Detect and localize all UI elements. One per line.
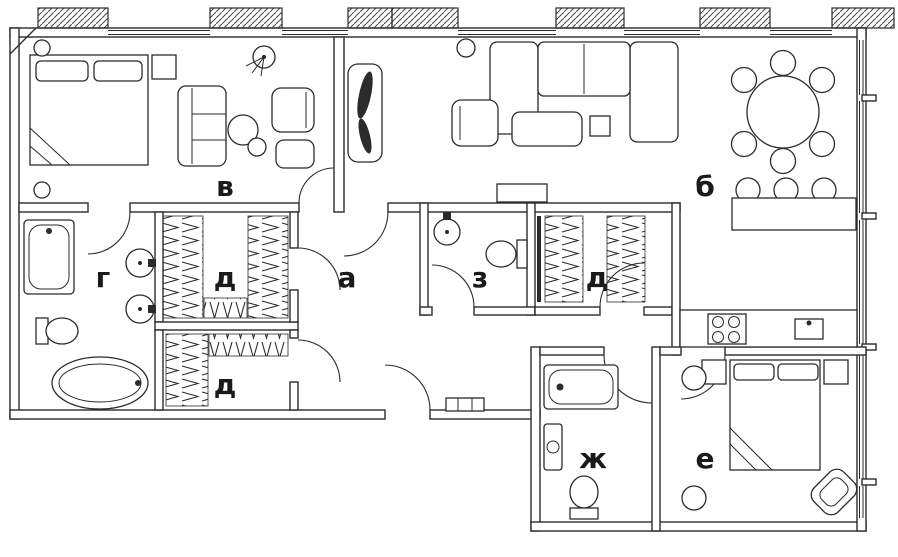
dining-chair xyxy=(808,66,836,94)
downlight-icon xyxy=(681,365,707,391)
bathtub xyxy=(543,364,619,410)
nightstand xyxy=(151,54,177,80)
bar-counter xyxy=(731,177,857,231)
armchair xyxy=(451,99,499,147)
dining-chair xyxy=(730,66,758,94)
room-label-d3: д xyxy=(586,261,609,294)
toilet xyxy=(569,475,599,520)
nightstand xyxy=(823,359,849,385)
bed xyxy=(29,54,149,166)
ceiling-fan-icon xyxy=(245,45,276,77)
downlight-icon xyxy=(33,39,51,57)
hallway-a-items xyxy=(445,397,485,412)
door-arc-room-v xyxy=(298,167,335,204)
window-sill xyxy=(861,478,877,486)
dining-chair xyxy=(769,49,797,77)
coffee-table xyxy=(227,114,259,146)
room-v-furniture xyxy=(29,39,315,199)
room-label-d2: д xyxy=(214,368,237,401)
room-label-a: а xyxy=(338,261,357,294)
dining-chair xyxy=(730,130,758,158)
dining-table xyxy=(730,49,836,175)
room-z-fixtures xyxy=(433,212,528,269)
window-sill xyxy=(861,212,877,220)
armchair xyxy=(810,468,858,516)
wall-pier xyxy=(831,7,895,29)
washbasin xyxy=(433,212,461,246)
door-arc-room-b xyxy=(343,211,389,257)
kitchen-counter xyxy=(679,309,858,348)
sideboard xyxy=(496,183,548,203)
tv-unit xyxy=(347,63,383,163)
window-glazing-right xyxy=(859,40,864,518)
chaise xyxy=(511,111,583,147)
room-label-zh: ж xyxy=(579,442,607,475)
room-label-d1: д xyxy=(214,261,237,294)
loveseat xyxy=(177,85,227,167)
downlight-icon xyxy=(33,181,51,199)
wall-pier xyxy=(209,7,283,29)
wall-pier xyxy=(37,7,109,29)
bathtub xyxy=(23,219,75,295)
room-b-furniture xyxy=(347,38,858,348)
dining-chair xyxy=(769,147,797,175)
wardrobe-d3 xyxy=(537,215,646,303)
corner-sofa xyxy=(489,41,679,143)
windows xyxy=(37,7,895,518)
door-arc-wardrobe-d1 xyxy=(297,247,341,291)
downlight-icon xyxy=(456,38,476,58)
room-labels: в б а г д з д д ж е xyxy=(96,170,715,475)
washbasin xyxy=(543,423,563,471)
wardrobe-d1 xyxy=(162,215,289,319)
kitchen-sink xyxy=(794,318,824,340)
room-label-e: е xyxy=(696,442,715,475)
side-table xyxy=(589,115,611,137)
cooktop-icon xyxy=(707,313,747,345)
side-table xyxy=(247,137,267,157)
armchair xyxy=(271,87,315,133)
toilet xyxy=(35,317,79,345)
radiator xyxy=(445,397,485,412)
bed xyxy=(729,359,821,471)
room-g-fixtures xyxy=(23,219,156,410)
pouf xyxy=(275,139,315,169)
room-label-z: з xyxy=(472,261,488,294)
window-glazing-top xyxy=(108,30,832,35)
interior-walls xyxy=(18,36,867,532)
downlight-icon xyxy=(681,485,707,511)
room-label-v: в xyxy=(216,170,234,203)
washbasin xyxy=(125,248,156,278)
door-arc-room-g xyxy=(87,211,131,255)
room-zh-fixtures xyxy=(543,364,619,520)
wall-pier xyxy=(699,7,771,29)
room-label-b: б xyxy=(695,170,715,203)
dining-chair xyxy=(808,130,836,158)
wall-pier xyxy=(555,7,625,29)
room-label-g: г xyxy=(96,261,111,294)
toilet xyxy=(485,239,528,269)
freestanding-tub xyxy=(51,356,149,410)
corner-chamfer xyxy=(9,27,37,55)
washbasin xyxy=(125,294,156,324)
wall-pier xyxy=(391,7,459,29)
room-e-furniture xyxy=(681,359,858,516)
window-sill xyxy=(861,94,877,102)
door-arc-entrance xyxy=(384,364,431,411)
door-arc-wardrobe-d2 xyxy=(297,339,341,383)
wall-pier xyxy=(347,7,393,29)
wardrobe-d2 xyxy=(165,333,289,407)
door-arc-wc-z xyxy=(431,264,475,308)
